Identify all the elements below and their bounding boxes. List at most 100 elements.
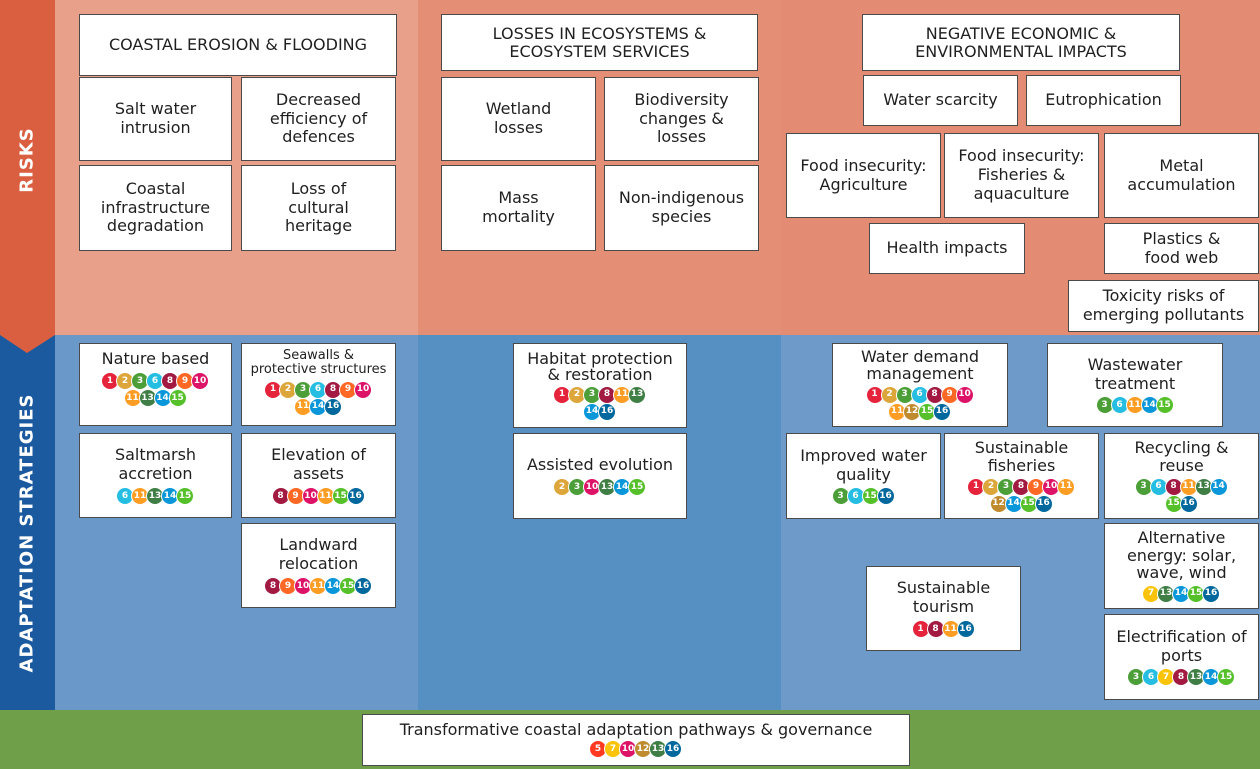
sdg-1-icon: 1 <box>102 372 118 389</box>
sdg-3-icon: 3 <box>1135 478 1152 495</box>
risk-header-economic-impacts: NEGATIVE ECONOMIC & ENVIRONMENTAL IMPACT… <box>862 14 1180 71</box>
sdg-8-icon: 8 <box>926 386 943 403</box>
risk-decreased-efficiency-defences: Decreased efficiency of defences <box>241 77 396 161</box>
risks-label: RISKS <box>16 127 38 193</box>
sdg-10-icon: 10 <box>620 741 636 758</box>
sdg-11-icon: 11 <box>132 487 148 504</box>
sdg-1-icon: 1 <box>866 386 883 403</box>
sdg-14-icon: 14 <box>1173 585 1189 602</box>
sdg-8-icon: 8 <box>1173 669 1189 686</box>
sdg-2-icon: 2 <box>554 478 570 495</box>
sdg-16-icon: 16 <box>934 403 950 420</box>
sdg-13-icon: 13 <box>1158 585 1174 602</box>
sdg-6-icon: 6 <box>847 488 864 505</box>
risk-mass-mortality: Mass mortality <box>441 165 596 251</box>
sdg-16-icon: 16 <box>599 403 615 420</box>
sdg-1-icon: 1 <box>265 381 281 398</box>
sdg-14-icon: 14 <box>584 403 600 420</box>
sdg-12-icon: 12 <box>635 741 651 758</box>
risk-food-insecurity-fisheries: Food insecurity: Fisheries & aquaculture <box>944 133 1099 218</box>
sdg-6-icon: 6 <box>310 381 326 398</box>
risk-coastal-infrastructure-degradation: Coastal infrastructure degradation <box>79 165 232 251</box>
sdg-5-icon: 5 <box>590 741 606 758</box>
sdg-6-icon: 6 <box>911 386 928 403</box>
sdg-11-icon: 11 <box>310 577 326 594</box>
sdg-2-icon: 2 <box>280 381 296 398</box>
governance-label: Transformative coastal adaptation pathwa… <box>399 719 873 739</box>
risk-health-impacts: Health impacts <box>869 223 1025 274</box>
sdg-13-icon: 13 <box>1188 669 1204 686</box>
sdg-12-icon: 12 <box>990 495 1007 512</box>
sdg-9-icon: 9 <box>287 487 304 504</box>
sdg-10-icon: 10 <box>295 577 311 594</box>
sdg-13-icon: 13 <box>599 478 615 495</box>
risk-food-insecurity-agriculture: Food insecurity: Agriculture <box>786 133 941 218</box>
risk-salt-water-intrusion: Salt water intrusion <box>79 77 232 161</box>
sdg-1-icon: 1 <box>554 386 570 403</box>
sdg-15-icon: 15 <box>1188 585 1204 602</box>
sdg-8-icon: 8 <box>927 620 944 637</box>
risk-loss-cultural-heritage: Loss of cultural heritage <box>241 165 396 251</box>
risks-sidebar: RISKS <box>0 0 55 335</box>
sdg-3-icon: 3 <box>832 488 849 505</box>
sdg-3-icon: 3 <box>998 478 1014 495</box>
risk-metal-accumulation: Metal accumulation <box>1104 133 1259 218</box>
sdg-16-icon: 16 <box>1203 585 1219 602</box>
sdg-13-icon: 13 <box>139 389 156 406</box>
risk-toxicity-emerging-pollutants: Toxicity risks of emerging pollutants <box>1068 280 1259 332</box>
sdg-6-icon: 6 <box>1111 397 1128 414</box>
sdg-15-icon: 15 <box>862 488 879 505</box>
sdg-15-icon: 15 <box>919 403 935 420</box>
sdg-11-icon: 11 <box>317 487 334 504</box>
sdg-16-icon: 16 <box>877 488 894 505</box>
sdg-2-icon: 2 <box>569 386 585 403</box>
sdg-14-icon: 14 <box>614 478 630 495</box>
sdg-8-icon: 8 <box>1013 478 1029 495</box>
sdg-6-icon: 6 <box>147 372 163 389</box>
sdg-8-icon: 8 <box>265 577 281 594</box>
sdg-8-icon: 8 <box>1165 478 1182 495</box>
sdg-16-icon: 16 <box>1035 495 1052 512</box>
sdg-12-icon: 12 <box>904 403 920 420</box>
risk-biodiversity-changes: Biodiversity changes & losses <box>604 77 759 161</box>
adaptation-sidebar: ADAPTATION STRATEGIES <box>0 335 55 710</box>
sdg-11-icon: 11 <box>614 386 630 403</box>
sdg-15-icon: 15 <box>169 389 186 406</box>
sdg-1-icon: 1 <box>968 478 984 495</box>
sdg-8-icon: 8 <box>162 372 178 389</box>
sdg-11-icon: 11 <box>1126 397 1143 414</box>
sdg-6-icon: 6 <box>1150 478 1167 495</box>
adaptation-label: ADAPTATION STRATEGIES <box>16 393 38 673</box>
sdg-14-icon: 14 <box>310 398 326 415</box>
sdg-1-icon: 1 <box>912 620 929 637</box>
sdg-6-icon: 6 <box>1143 669 1159 686</box>
sdg-3-icon: 3 <box>132 372 148 389</box>
sdg-10-icon: 10 <box>302 487 319 504</box>
sdg-15-icon: 15 <box>340 577 356 594</box>
sdg-2-icon: 2 <box>983 478 999 495</box>
sdg-16-icon: 16 <box>347 487 364 504</box>
sdg-8-icon: 8 <box>272 487 289 504</box>
sdg-10-icon: 10 <box>1043 478 1059 495</box>
sdg-16-icon: 16 <box>1180 495 1197 512</box>
